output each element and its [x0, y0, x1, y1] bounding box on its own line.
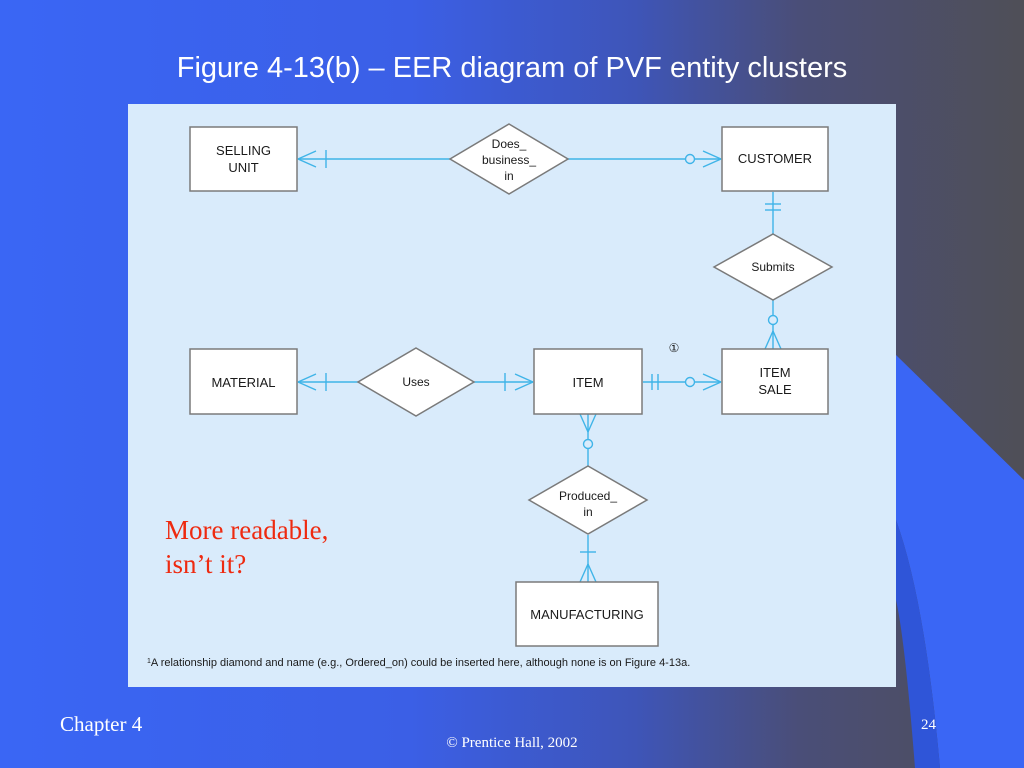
relationship-does-business-in-label-line-1: Does_ — [492, 137, 527, 151]
er-diagram-figure: SELLING UNIT CUSTOMER MATERIAL ITEM ITEM… — [128, 104, 896, 687]
entity-material-label: MATERIAL — [211, 375, 275, 390]
footnote-marker-1: ① — [669, 341, 680, 355]
connector-item-item-sale — [643, 373, 722, 391]
relationship-submits: Submits — [712, 233, 834, 301]
callout-line-2: isn’t it? — [165, 549, 247, 579]
connector-submits-item-sale — [764, 300, 782, 350]
connector-selling-unit-does-business-in — [297, 150, 450, 168]
relationship-produced-in: Produced_ in — [527, 465, 649, 535]
relationship-uses: Uses — [356, 347, 476, 417]
entity-material: MATERIAL — [189, 348, 298, 415]
entity-selling-unit: SELLING UNIT — [189, 126, 298, 192]
slide-title: Figure 4-13(b) – EER diagram of PVF enti… — [176, 52, 848, 84]
page-number: 24 — [921, 717, 936, 733]
decorative-blue-wedge — [896, 355, 1024, 768]
relationship-produced-in-label-line-2: in — [583, 505, 592, 519]
connector-produced-in-manufacturing — [579, 535, 597, 583]
relationship-submits-label: Submits — [751, 260, 794, 274]
entity-selling-unit-label-line-1: SELLING — [216, 143, 271, 158]
connector-material-uses — [297, 373, 358, 391]
chapter-label: Chapter 4 — [60, 712, 143, 736]
copyright-notice: © Prentice Hall, 2002 — [446, 735, 578, 751]
relationship-uses-label: Uses — [402, 375, 429, 389]
footnote: 1A relationship diamond and name (e.g., … — [147, 657, 690, 669]
relationship-does-business-in: Does_ business_ in — [448, 123, 570, 195]
callout-text: More readable, isn’t it? — [165, 513, 425, 581]
entity-customer-label: CUSTOMER — [738, 151, 812, 166]
entity-customer: CUSTOMER — [721, 126, 829, 192]
relationship-does-business-in-label-line-3: in — [504, 169, 513, 183]
callout-line-1: More readable, — [165, 515, 329, 545]
entity-item-sale: ITEM SALE — [721, 348, 829, 415]
entity-item-sale-label-line-2: SALE — [758, 382, 792, 397]
entity-item-sale-label-line-1: ITEM — [759, 365, 790, 380]
relationship-produced-in-label-line-1: Produced_ — [559, 489, 617, 503]
er-diagram: SELLING UNIT CUSTOMER MATERIAL ITEM ITEM… — [147, 123, 834, 669]
entity-manufacturing: MANUFACTURING — [515, 581, 659, 647]
footnote-text: A relationship diamond and name (e.g., O… — [151, 657, 690, 669]
entity-manufacturing-label: MANUFACTURING — [530, 607, 643, 622]
relationship-does-business-in-label-line-2: business_ — [482, 153, 536, 167]
entity-selling-unit-label-line-2: UNIT — [228, 160, 258, 175]
decorative-blue-wedge-shadow — [896, 520, 940, 768]
entity-item: ITEM — [533, 348, 643, 415]
connector-does-business-in-customer — [568, 150, 722, 168]
connector-customer-submits — [765, 192, 781, 234]
connector-uses-item — [474, 373, 534, 391]
connector-item-produced-in — [579, 413, 597, 466]
footnote-mark: 1 — [147, 658, 151, 665]
entity-item-label: ITEM — [572, 375, 603, 390]
